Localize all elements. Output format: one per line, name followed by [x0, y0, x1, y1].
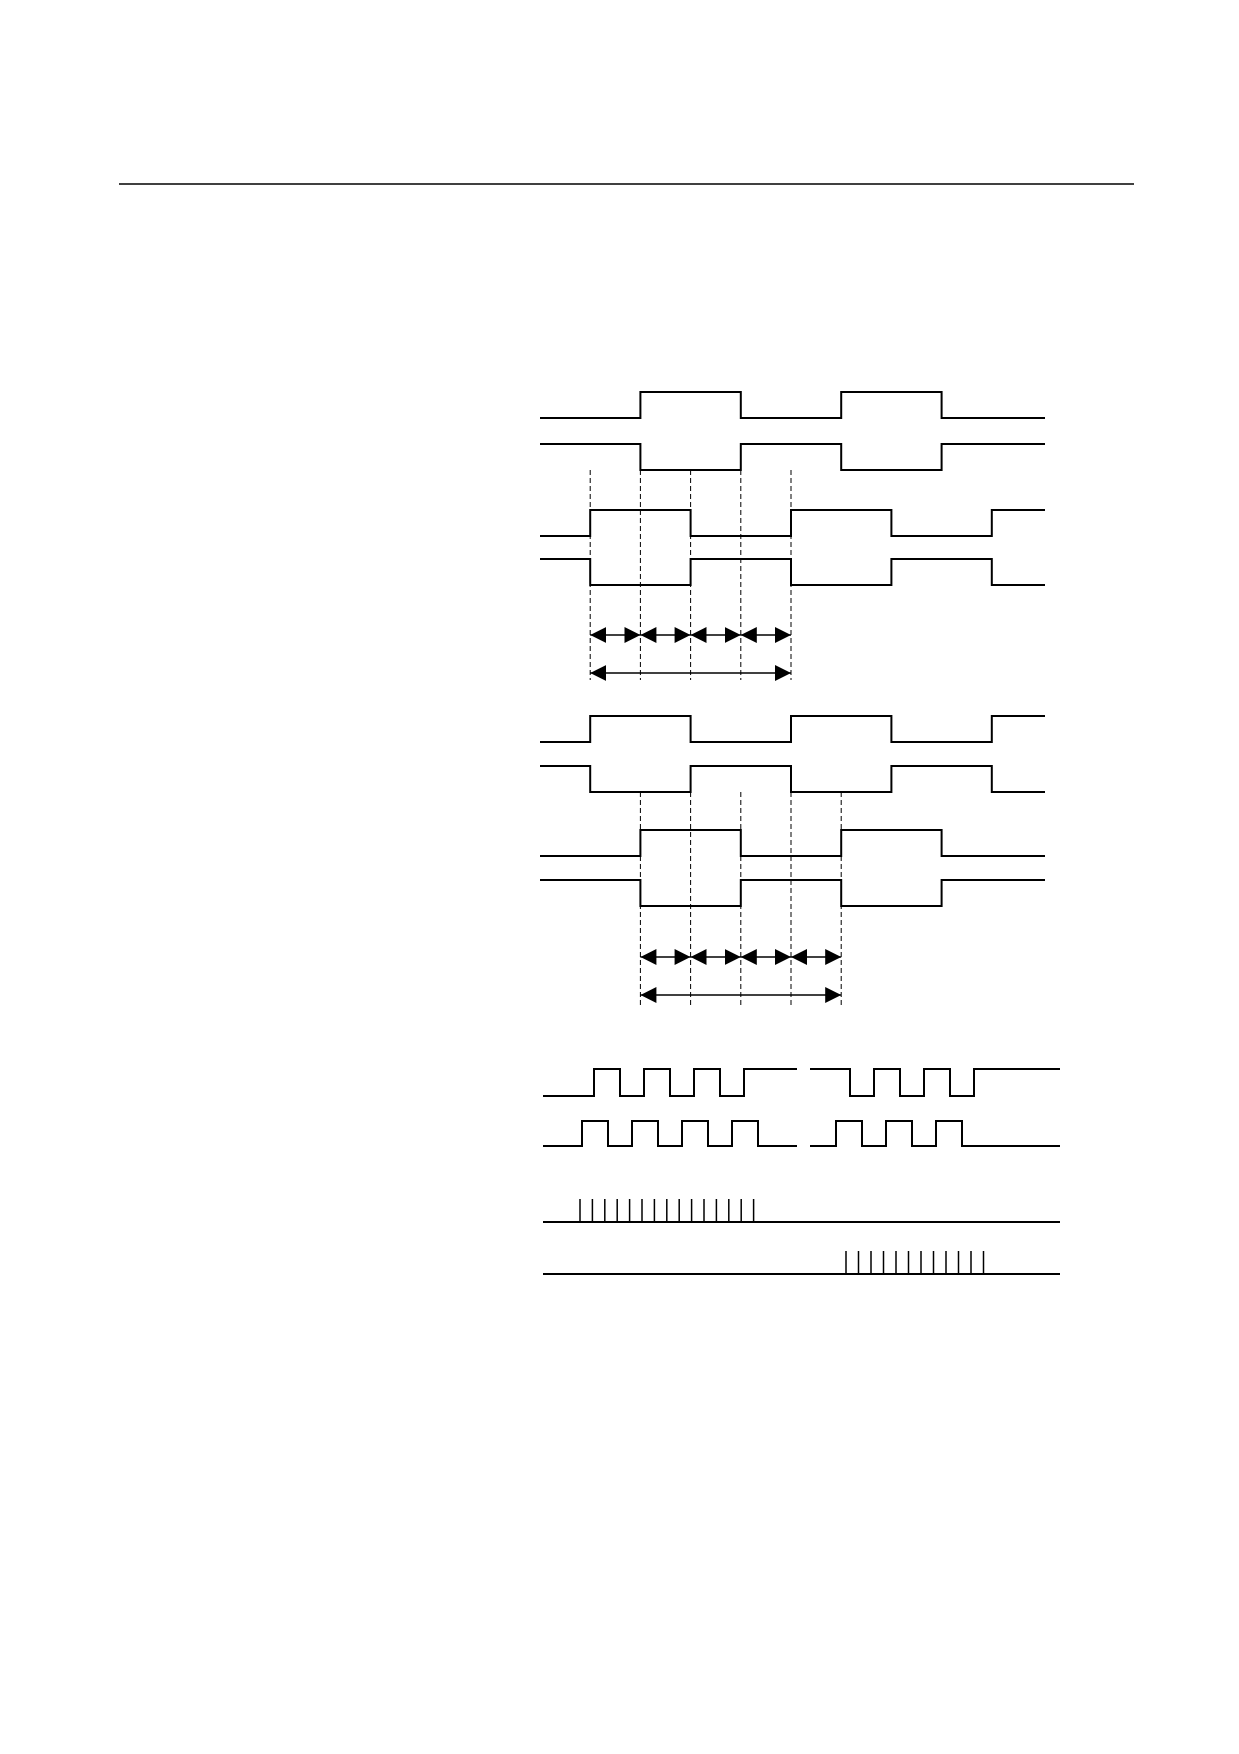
- group-1: [540, 391, 1045, 681]
- diagram-content: [540, 391, 1060, 1275]
- waveform-g2-s3: [540, 829, 1045, 857]
- waveform-g2-s4: [540, 879, 1045, 907]
- waveform-g1-s4: [540, 558, 1045, 586]
- waveform-g2-s1: [540, 715, 1045, 743]
- train-1-left: [543, 1068, 797, 1097]
- train-2-right: [810, 1120, 1060, 1147]
- train-1: [543, 1068, 1060, 1097]
- ticks-1: [543, 1199, 1060, 1223]
- waveform-g1-s2: [540, 443, 1045, 471]
- waveform-g1-s1: [540, 391, 1045, 419]
- group-2: [540, 715, 1045, 1005]
- train-1-right: [810, 1068, 1060, 1097]
- train-2-left: [543, 1120, 797, 1147]
- train-2: [543, 1120, 1060, 1147]
- waveform-g1-s3: [540, 509, 1045, 537]
- waveform-g2-s2: [540, 765, 1045, 793]
- ticks-2: [543, 1251, 1060, 1275]
